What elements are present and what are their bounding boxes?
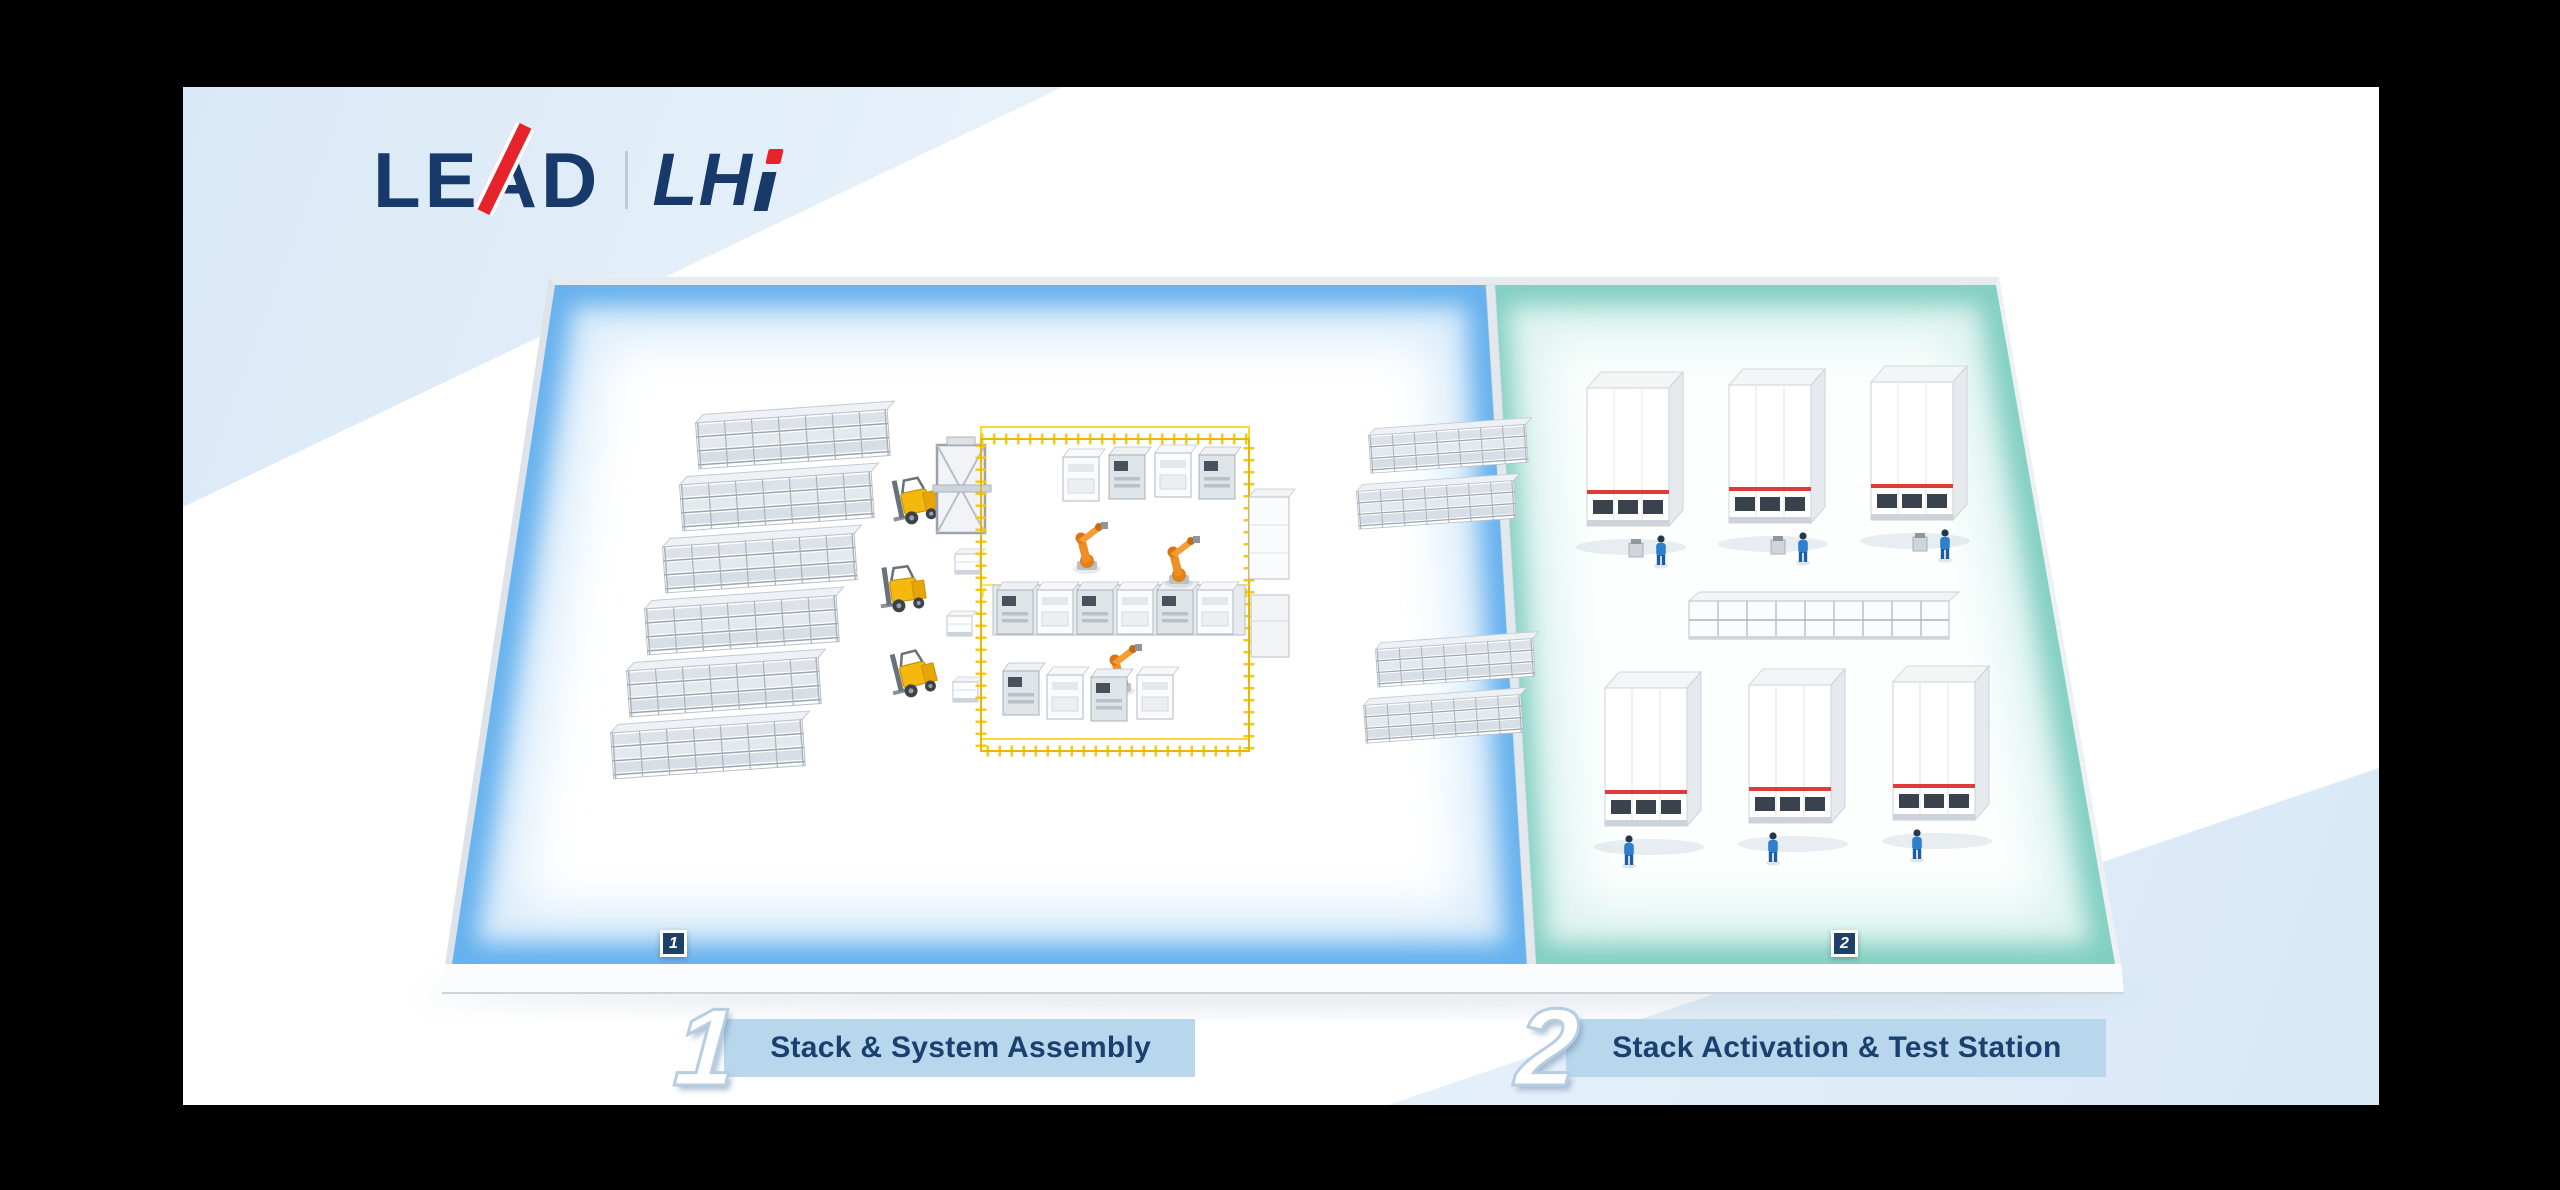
lhi-logo-text: LH bbox=[652, 138, 753, 221]
buffer-shelf bbox=[1688, 591, 1960, 640]
assembly-machine bbox=[1036, 581, 1080, 635]
test-chamber bbox=[1870, 365, 1968, 521]
legend-number-2: 2 bbox=[1511, 985, 1584, 1106]
zone-marker-2: 2 bbox=[1831, 930, 1858, 957]
lhi-logo: LH bbox=[652, 138, 784, 221]
assembly-machine bbox=[1062, 448, 1106, 502]
lhi-i-stem bbox=[753, 172, 777, 211]
pallet-stack bbox=[946, 610, 978, 637]
logo-divider bbox=[625, 151, 629, 209]
assembly-machine bbox=[996, 581, 1040, 635]
lead-logo: LEAD bbox=[373, 121, 601, 219]
assembly-machine bbox=[1198, 446, 1242, 500]
test-chamber bbox=[1728, 368, 1826, 524]
test-chamber bbox=[1892, 665, 1990, 821]
legend-number-1: 1 bbox=[669, 985, 742, 1106]
assembly-machine bbox=[1076, 581, 1120, 635]
assembly-zone-equipment bbox=[609, 400, 1543, 780]
test-chamber bbox=[1586, 371, 1684, 527]
legend-label-1: Stack & System Assembly bbox=[724, 1019, 1196, 1077]
assembly-machine bbox=[1136, 666, 1180, 720]
test-chamber bbox=[1604, 671, 1702, 827]
assembly-machine bbox=[1196, 581, 1240, 635]
assembly-machine bbox=[1154, 444, 1198, 498]
test-chamber bbox=[1748, 668, 1846, 824]
assembly-machine bbox=[1156, 581, 1200, 635]
assembly-machine bbox=[1046, 666, 1090, 720]
assembly-zone-floor bbox=[452, 285, 1527, 964]
equipment-cabinet bbox=[1250, 594, 1290, 658]
assembly-machine bbox=[1108, 446, 1152, 500]
assembly-machine bbox=[1090, 668, 1134, 722]
legend-item-1: 1 Stack & System Assembly bbox=[669, 985, 1196, 1105]
legend-item-2: 2 Stack Activation & Test Station bbox=[1511, 985, 2106, 1105]
control-console bbox=[1912, 532, 1928, 552]
control-console bbox=[1628, 538, 1644, 558]
assembly-machine bbox=[1002, 662, 1046, 716]
hall-walls bbox=[445, 277, 2121, 964]
control-console bbox=[1770, 535, 1786, 555]
content-area: LEAD LH 1 2 1 Stack & System Assembly 2 … bbox=[183, 87, 2379, 1105]
zone-marker-1: 1 bbox=[660, 930, 687, 957]
legend-label-2: Stack Activation & Test Station bbox=[1566, 1019, 2106, 1077]
lhi-letter-i bbox=[753, 149, 784, 211]
floor-front-wall bbox=[442, 964, 2124, 994]
equipment-cabinet bbox=[1248, 488, 1296, 580]
brand-logos: LEAD LH bbox=[373, 121, 784, 221]
factory-scene bbox=[423, 277, 2143, 1011]
assembly-machine bbox=[1116, 581, 1160, 635]
test-zone-equipment bbox=[1576, 365, 1992, 869]
